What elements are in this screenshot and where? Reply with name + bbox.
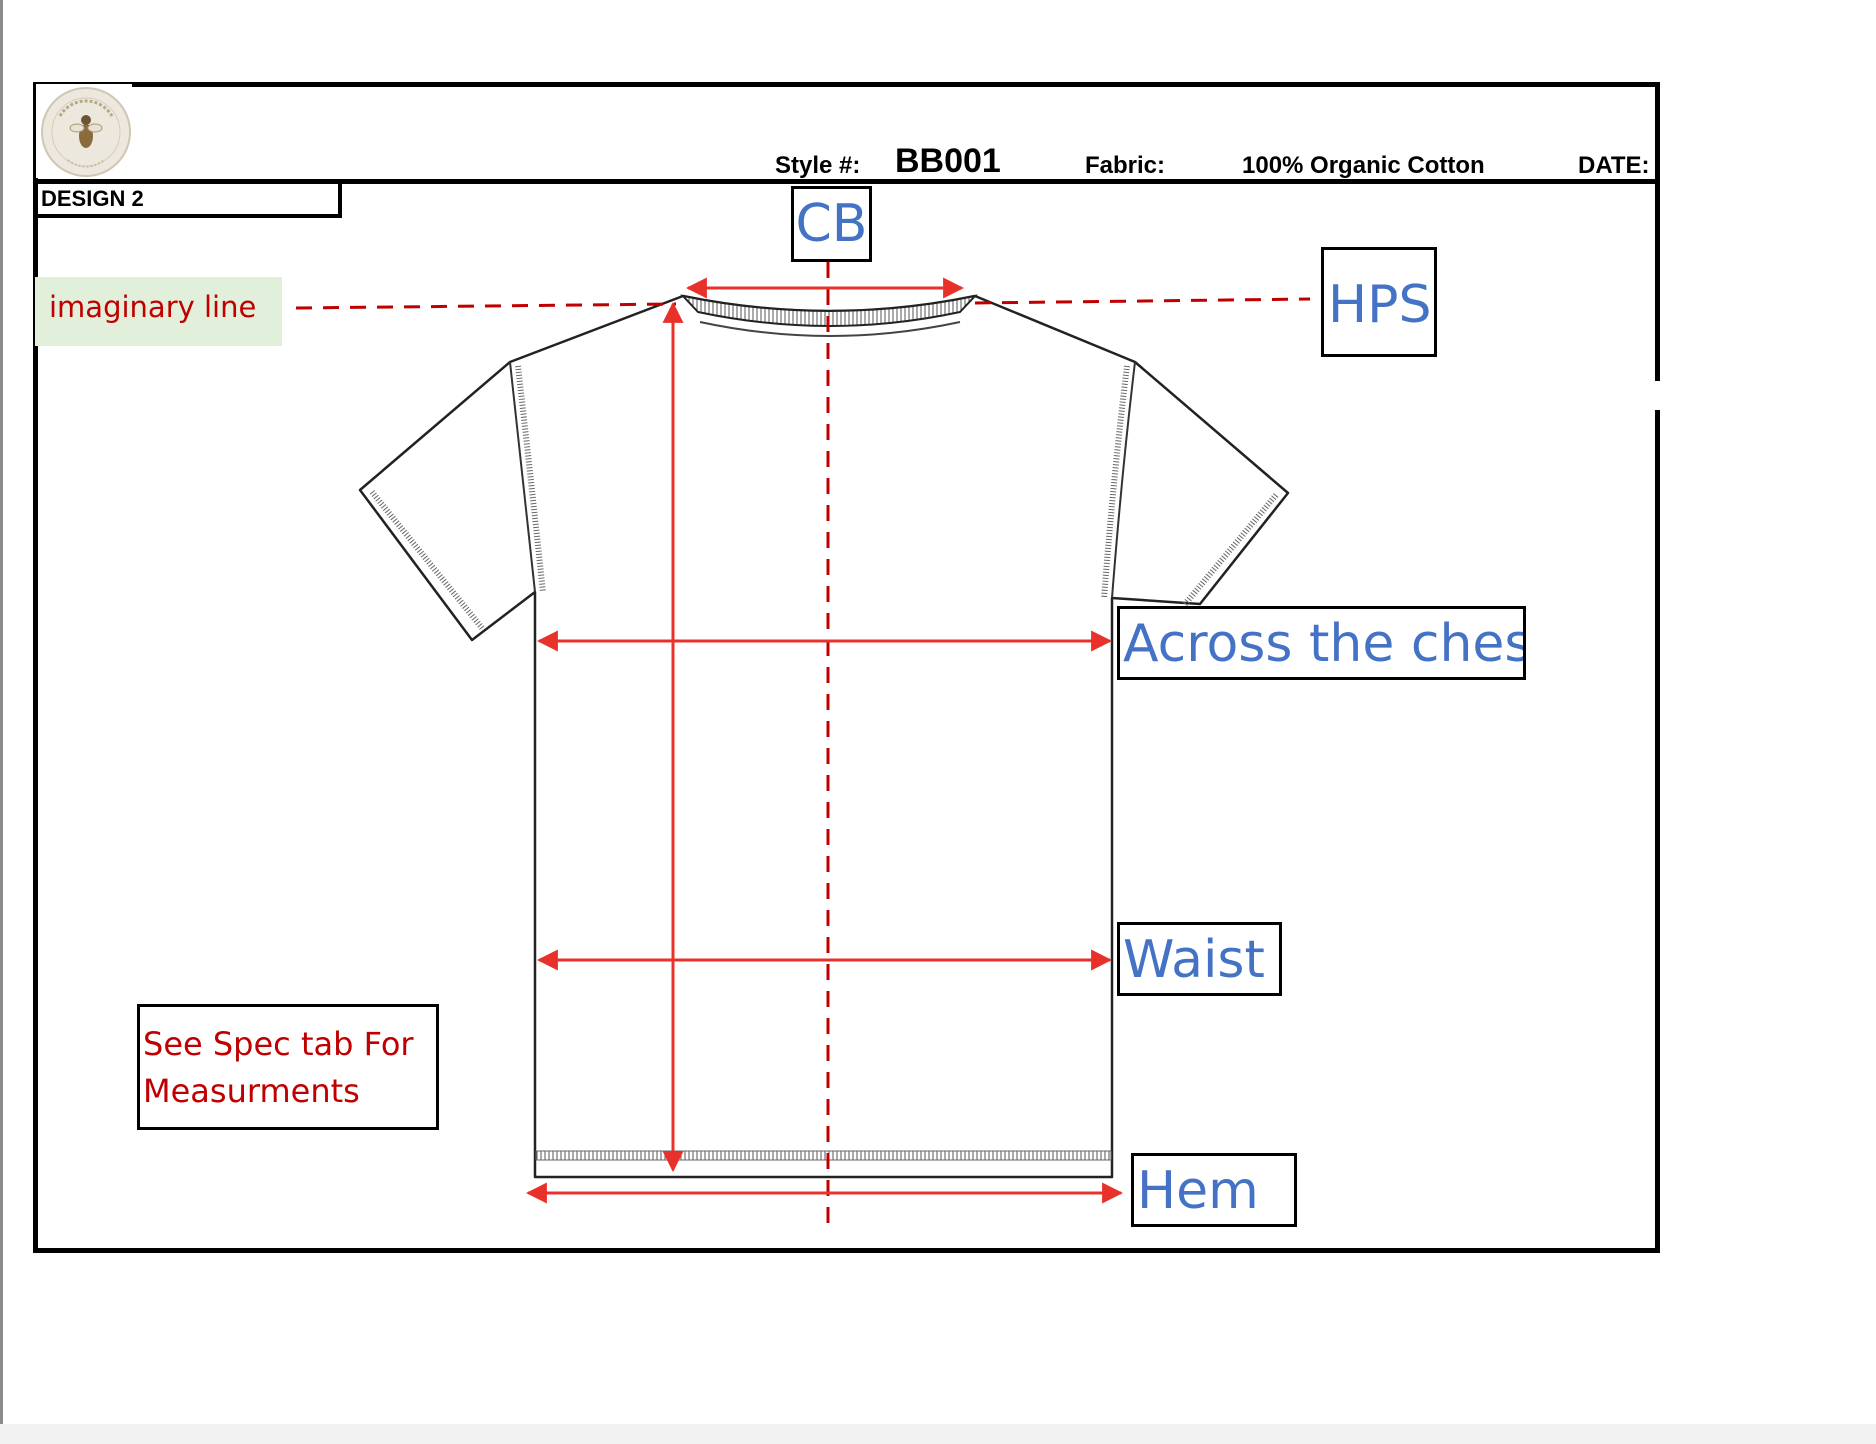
right-armhole-topstitch bbox=[1101, 365, 1130, 599]
design-label-box: DESIGN 2 bbox=[35, 183, 342, 218]
spec-note-line-2: Measurments bbox=[143, 1072, 360, 1110]
brand-logo-seal bbox=[41, 87, 131, 177]
fabric-value: 100% Organic Cotton bbox=[1242, 152, 1485, 179]
neckband-rib bbox=[680, 294, 978, 337]
frame-right-border-upper bbox=[1655, 82, 1660, 381]
page-bottom-strip bbox=[0, 1424, 1876, 1444]
page-left-edge bbox=[0, 0, 3, 1444]
tshirt-outline bbox=[358, 294, 1290, 1179]
fabric-label: Fabric: bbox=[1085, 152, 1166, 179]
frame-left-border bbox=[33, 82, 38, 1253]
design-label: DESIGN 2 bbox=[41, 186, 144, 211]
hem-callout: Hem bbox=[1131, 1153, 1297, 1227]
imaginary-line-right bbox=[974, 297, 1311, 305]
imaginary-line-left bbox=[295, 302, 677, 310]
cb-callout: CB bbox=[791, 186, 872, 262]
frame-bottom-border bbox=[33, 1248, 1660, 1253]
chest-callout: Across the chest bbox=[1117, 606, 1526, 680]
frame-top-border bbox=[33, 82, 1660, 87]
spec-tab-note: See Spec tab For Measurments bbox=[137, 1004, 439, 1130]
hps-callout: HPS bbox=[1321, 247, 1437, 357]
waist-callout: Waist bbox=[1117, 922, 1282, 996]
bottom-hem-band bbox=[535, 1150, 1112, 1161]
right-armhole-seam bbox=[1111, 361, 1136, 599]
date-label: DATE: bbox=[1578, 152, 1650, 179]
spec-note-line-1: See Spec tab For bbox=[143, 1025, 414, 1063]
header-divider bbox=[33, 179, 1660, 184]
left-sleeve-hem-stitch bbox=[369, 490, 485, 630]
imaginary-line-note: imaginary line bbox=[35, 277, 282, 346]
left-armhole-seam bbox=[509, 361, 536, 593]
frame-right-border-lower bbox=[1655, 410, 1660, 1253]
style-number-label: Style #: bbox=[775, 152, 861, 179]
style-number-value: BB001 bbox=[895, 142, 1001, 180]
